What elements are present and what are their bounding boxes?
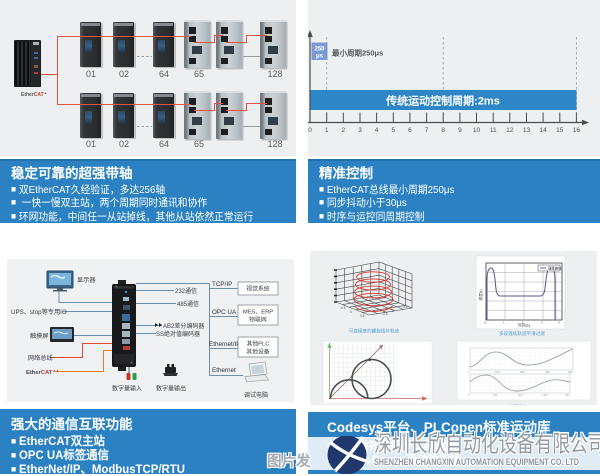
svg-text:其他PLC: 其他PLC xyxy=(247,340,270,348)
svg-text:7: 7 xyxy=(425,127,429,134)
svg-text:0.5: 0.5 xyxy=(360,314,365,318)
svg-text:电子凸轮: 电子凸轮 xyxy=(509,404,528,406)
svg-text:速度曲线: 速度曲线 xyxy=(548,266,562,271)
svg-text:4: 4 xyxy=(375,127,379,134)
svg-text:最小周期250μs: 最小周期250μs xyxy=(332,48,383,58)
svg-text:MES、ERP: MES、ERP xyxy=(243,310,273,316)
svg-text:OPC UA: OPC UA xyxy=(212,309,237,316)
svg-text:网络总线: 网络总线 xyxy=(28,354,53,362)
svg-text:时间(s): 时间(s) xyxy=(518,323,531,328)
svg-text:TCP/IP: TCP/IP xyxy=(212,281,232,288)
svg-text:EtherCAT▲▲: EtherCAT▲▲ xyxy=(26,369,59,377)
svg-text:8: 8 xyxy=(441,127,445,134)
svg-text:100: 100 xyxy=(495,370,500,374)
svg-text:360: 360 xyxy=(565,393,570,397)
svg-text:0: 0 xyxy=(468,370,470,374)
svg-text:AB2差分编码器: AB2差分编码器 xyxy=(163,322,204,330)
svg-text:-0.5: -0.5 xyxy=(382,312,388,316)
svg-text:6: 6 xyxy=(408,127,412,134)
svg-text:Ethernet/IP: Ethernet/IP xyxy=(209,341,241,348)
svg-text:3: 3 xyxy=(541,321,543,325)
svg-text:4: 4 xyxy=(558,321,560,325)
svg-text:5: 5 xyxy=(391,127,395,134)
svg-text:SS绝对值编码器: SS绝对值编码器 xyxy=(156,330,200,338)
svg-text:0: 0 xyxy=(468,393,470,397)
svg-text:232通信: 232通信 xyxy=(175,287,197,295)
svg-text:1: 1 xyxy=(325,127,329,134)
svg-text:12: 12 xyxy=(506,127,514,134)
svg-text:485通信: 485通信 xyxy=(177,300,199,308)
svg-text:360: 360 xyxy=(568,370,573,374)
svg-text:调试电脑: 调试电脑 xyxy=(244,391,268,399)
svg-text:速度(r): 速度(r) xyxy=(478,289,483,301)
svg-text:1: 1 xyxy=(503,321,505,325)
svg-text:其他设备: 其他设备 xyxy=(246,348,269,356)
svg-text:250: 250 xyxy=(314,47,325,53)
svg-text:300: 300 xyxy=(545,370,550,374)
svg-text:13: 13 xyxy=(523,127,531,134)
svg-text:10: 10 xyxy=(473,127,481,134)
svg-text:UPS、stop等专用IO: UPS、stop等专用IO xyxy=(11,308,67,316)
svg-text:显示器: 显示器 xyxy=(77,277,96,284)
svg-text:16: 16 xyxy=(573,127,581,134)
svg-text:可变捷度的螺旋插补轨迹: 可变捷度的螺旋插补轨迹 xyxy=(349,328,400,335)
svg-text:0: 0 xyxy=(484,321,486,325)
svg-text:100: 100 xyxy=(493,393,498,397)
svg-text:14: 14 xyxy=(539,127,547,134)
svg-text:9: 9 xyxy=(458,127,462,134)
svg-text:-0.5: -0.5 xyxy=(340,306,346,310)
svg-text:0: 0 xyxy=(308,127,312,134)
svg-text:15: 15 xyxy=(556,127,564,134)
svg-text:数字量输入: 数字量输入 xyxy=(112,385,142,393)
svg-text:空间圆弧直线插补: 空间圆弧直线插补 xyxy=(354,405,391,406)
svg-text:2: 2 xyxy=(341,127,345,134)
svg-text:数字量输出: 数字量输出 xyxy=(156,385,186,393)
svg-text:μs: μs xyxy=(316,54,324,60)
svg-text:多段连续轨迹平滑过渡: 多段连续轨迹平滑过渡 xyxy=(499,330,545,337)
svg-text:3: 3 xyxy=(358,127,362,134)
svg-text:物联网: 物联网 xyxy=(249,316,267,324)
svg-text:0.5: 0.5 xyxy=(403,305,408,309)
svg-text:0: 0 xyxy=(350,310,352,314)
svg-text:传统运动控制周期:2ms: 传统运动控制周期:2ms xyxy=(385,94,500,108)
svg-text:200: 200 xyxy=(518,393,523,397)
svg-text:Ethernet: Ethernet xyxy=(212,367,236,374)
svg-text:视觉系统: 视觉系统 xyxy=(246,285,269,293)
svg-text:300: 300 xyxy=(543,393,548,397)
svg-text:0: 0 xyxy=(392,309,394,313)
svg-text:触摸屏: 触摸屏 xyxy=(30,332,49,340)
svg-text:11: 11 xyxy=(490,127,497,134)
svg-text:200: 200 xyxy=(520,370,525,374)
svg-text:2: 2 xyxy=(522,321,524,325)
